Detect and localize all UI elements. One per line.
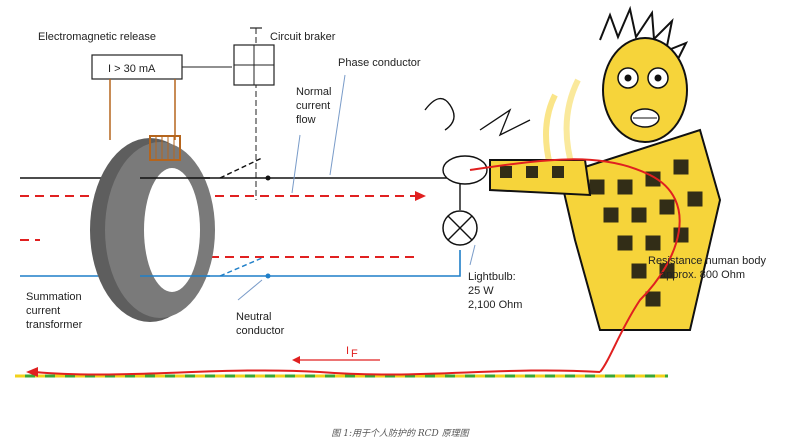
body-resistance-label-2: approx. 800 Ohm xyxy=(660,269,745,281)
contact-point xyxy=(442,155,488,185)
breaker-label: Circuit braker xyxy=(270,31,336,43)
normal-flow-label-1: Normal xyxy=(296,86,331,98)
summation-label-1: Summation xyxy=(26,291,82,303)
figure-caption: 图 1:用于个人防护的 RCD 原理图 xyxy=(331,428,470,439)
bulb-label-3: 2,100 Ohm xyxy=(468,299,522,311)
neutral-label-1: Neutral xyxy=(236,311,271,323)
fault-current-label: I xyxy=(346,345,349,357)
lightbulb-icon xyxy=(442,182,478,246)
circuit-breaker xyxy=(219,27,275,277)
summation-label-3: transformer xyxy=(26,319,83,331)
normal-flow-label-3: flow xyxy=(296,114,316,126)
release-label: Electromagnetic release xyxy=(38,31,156,43)
normal-flow-label-2: current xyxy=(296,100,330,112)
release-box xyxy=(91,54,183,80)
fault-current-path xyxy=(469,158,681,373)
bulb-label-1: Lightbulb: xyxy=(468,271,516,283)
bulb-label-2: 25 W xyxy=(468,285,494,297)
summation-label-2: current xyxy=(26,305,60,317)
body-resistance-label-1: Resistance human body xyxy=(648,255,767,267)
neutral-label-2: conductor xyxy=(236,325,285,337)
person-illustration xyxy=(489,5,722,331)
fault-current-subscript: F xyxy=(351,348,358,360)
release-box-label: I > 30 mA xyxy=(108,63,156,75)
summation-transformer xyxy=(90,135,215,322)
neutral-line xyxy=(20,250,461,277)
phase-label: Phase conductor xyxy=(338,57,421,69)
